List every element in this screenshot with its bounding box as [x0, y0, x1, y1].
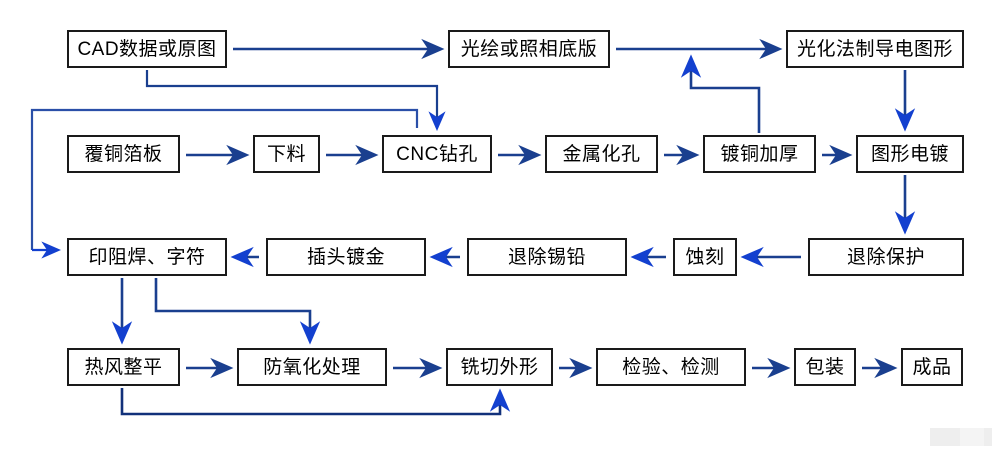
node-etching-label: 蚀刻: [685, 246, 725, 268]
node-striptin-label: 退除锡铅: [507, 246, 586, 268]
node-packing-label: 包装: [805, 356, 845, 378]
node-photochem[interactable]: 光化法制导电图形: [786, 30, 964, 68]
node-inspect-label: 检验、检测: [622, 356, 720, 378]
node-platehole-label: 金属化孔: [562, 143, 641, 165]
node-photochem-label: 光化法制导电图形: [796, 38, 953, 60]
node-copperthk[interactable]: 镀铜加厚: [703, 135, 816, 173]
edge-copperthk-to-photoplot: [680, 54, 761, 133]
node-platehole[interactable]: 金属化孔: [545, 135, 658, 173]
node-photoplot[interactable]: 光绘或照相底版: [448, 30, 610, 68]
edge-cad-to-cncdrill: [145, 70, 446, 132]
node-hasl[interactable]: 热风整平: [67, 348, 180, 386]
node-patplate-label: 图形电镀: [870, 143, 949, 165]
node-finished[interactable]: 成品: [901, 348, 963, 386]
edge-left-feedback-trunk: [30, 108, 419, 250]
node-striptin[interactable]: 退除锡铅: [467, 238, 627, 276]
node-patplate[interactable]: 图形电镀: [856, 135, 964, 173]
node-finished-label: 成品: [912, 356, 952, 378]
node-cad-label: CAD数据或原图: [77, 38, 217, 60]
node-inspect[interactable]: 检验、检测: [596, 348, 746, 386]
node-copperthk-label: 镀铜加厚: [720, 143, 799, 165]
node-hasl-label: 热风整平: [84, 356, 163, 378]
node-laminate[interactable]: 覆铜箔板: [67, 135, 180, 173]
node-cad[interactable]: CAD数据或原图: [67, 30, 227, 68]
node-antioxid[interactable]: 防氧化处理: [237, 348, 387, 386]
node-etching[interactable]: 蚀刻: [673, 238, 737, 276]
node-routing-label: 铣切外形: [460, 356, 539, 378]
edge-solderink-to-antioxid: [154, 278, 321, 345]
node-cutting[interactable]: 下料: [253, 135, 320, 173]
watermark-bar-highlight: [960, 428, 984, 446]
node-cutting-label: 下料: [266, 143, 306, 165]
node-goldfinger[interactable]: 插头镀金: [266, 238, 426, 276]
node-goldfinger-label: 插头镀金: [306, 246, 385, 268]
node-laminate-label: 覆铜箔板: [84, 143, 163, 165]
node-solderink-label: 印阻焊、字符: [88, 246, 206, 268]
node-photoplot-label: 光绘或照相底版: [460, 38, 598, 60]
node-cncdrill[interactable]: CNC钻孔: [382, 135, 492, 173]
node-routing[interactable]: 铣切外形: [446, 348, 553, 386]
node-packing[interactable]: 包装: [794, 348, 856, 386]
node-cncdrill-label: CNC钻孔: [396, 143, 478, 165]
edge-hasl-to-routing-loop: [120, 388, 511, 416]
node-solderink[interactable]: 印阻焊、字符: [67, 238, 227, 276]
node-stripresist-label: 退除保护: [846, 246, 925, 268]
node-antioxid-label: 防氧化处理: [263, 356, 361, 378]
node-stripresist[interactable]: 退除保护: [808, 238, 964, 276]
